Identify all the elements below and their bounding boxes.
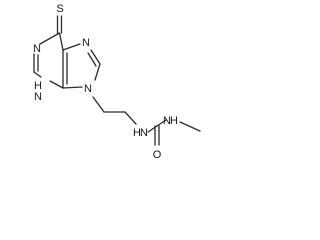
atom-label-n3: N: [34, 91, 42, 103]
atom-label-urea-n2: N: [163, 115, 171, 127]
atom-label-n1: N: [33, 43, 41, 55]
atom-label-urea-h2: H: [170, 115, 178, 127]
bond-n3-c4: [49, 80, 64, 89]
atom-label-o: O: [153, 149, 162, 161]
atom-label-n3-h: H: [34, 80, 42, 92]
atom-label-group: S N H N N N H N N H O: [33, 3, 178, 161]
bond-c6-n1: [39, 32, 61, 45]
atom-label-urea-h1: H: [133, 127, 141, 139]
bond-ch2-nh: [124, 111, 137, 125]
bond-n7-c8: [90, 49, 101, 65]
atom-label-n7: N: [82, 37, 90, 49]
bond-n7-c8-inner: [87, 52, 97, 67]
bond-n9-c4: [62, 86, 83, 89]
bond-c5-c6: [58, 32, 64, 51]
bond-nh2-ch3: [179, 121, 201, 132]
atom-label-n9: N: [84, 83, 92, 95]
bond-c8-n9: [94, 63, 101, 81]
bond-c-nh2: [156, 119, 167, 127]
atom-label-s: S: [56, 3, 63, 15]
bond-c5-n7: [62, 43, 81, 51]
atom-label-urea-n1: N: [140, 127, 148, 139]
chemical-structure-canvas: S N H N N N H N N H O: [33, 3, 201, 161]
bond-group: [33, 15, 201, 146]
bond-c2-n3: [33, 71, 42, 78]
bond-n9-ch2: [92, 96, 105, 113]
molecule-diagram: S N H N N N H N N H O: [33, 3, 201, 161]
